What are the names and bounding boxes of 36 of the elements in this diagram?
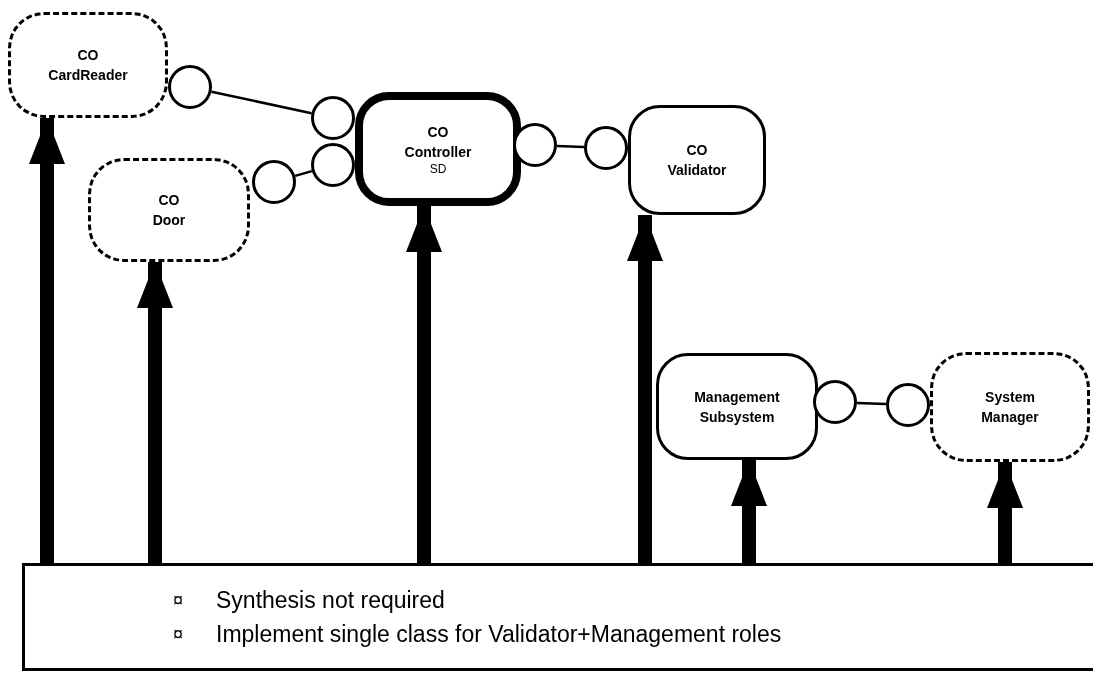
object-name: CO CardReader [47,46,129,85]
note-box [22,563,1093,671]
stereotype-label: SD [429,162,447,176]
note-text: Synthesis not required [216,586,446,615]
interface-circle [513,123,557,167]
object-box [355,92,521,206]
arrow [137,262,173,565]
arrow [987,462,1023,565]
connector-line [294,169,313,178]
arrow [731,460,767,565]
object-name: CO Controller [403,123,473,162]
object-box [628,105,766,215]
interface-circle [252,160,296,204]
connector-line [856,401,887,406]
interface-circle [311,96,355,140]
object-name: CO Validator [666,141,728,180]
arrow [29,118,65,565]
arrow [627,215,663,565]
connector-line [556,144,585,149]
connector-line [211,90,312,115]
interface-circle [584,126,628,170]
interface-circle [168,65,212,109]
dashed-object-box [930,352,1090,462]
bullet: ¤ [173,623,184,646]
object-name: Management Subsystem [693,387,781,427]
arrow [406,206,442,565]
interface-circle [813,380,857,424]
interface-circle [886,383,930,427]
bullet: ¤ [173,589,184,612]
note-text: Implement single class for Validator+Management roles [216,620,782,649]
dashed-object-box [88,158,250,262]
interface-circle [311,143,355,187]
object-box [656,353,818,460]
dashed-object-box [8,12,168,118]
object-name: CO Door [151,191,187,230]
object-name: System Manager [980,388,1040,427]
